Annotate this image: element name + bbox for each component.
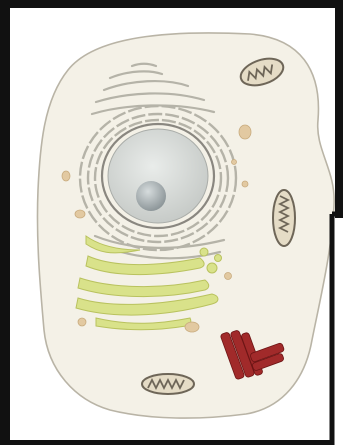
mitochondrion-icon (273, 190, 295, 246)
nucleolus (136, 181, 166, 211)
mitochondrion-icon (142, 374, 194, 394)
